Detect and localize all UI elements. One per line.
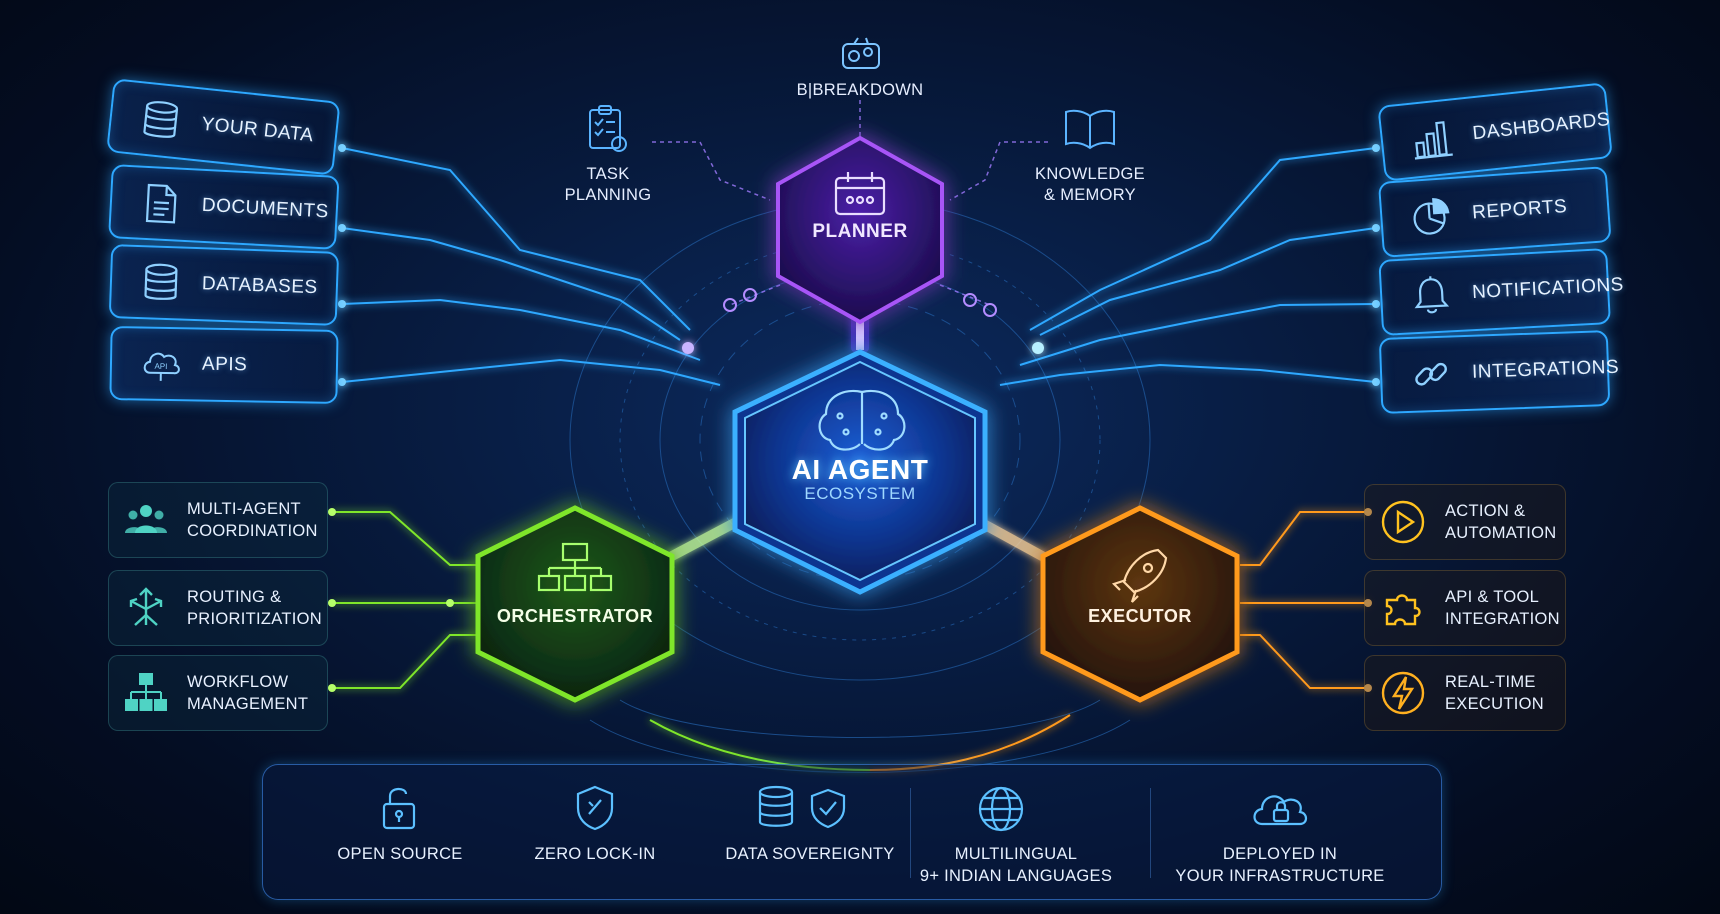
planner-label: PLANNER [812, 221, 908, 242]
output-card-integrations[interactable]: INTEGRATIONS [1378, 330, 1619, 414]
link-icon [1415, 362, 1447, 386]
center-hexagon [732, 349, 988, 595]
bottom-divider [1150, 788, 1151, 878]
bottom-feature-bar [262, 764, 1442, 900]
feature-label: MULTI-AGENT COORDINATION [187, 500, 318, 540]
pie-chart-icon [1413, 198, 1450, 235]
bottom-item-label: ZERO LOCK-IN [534, 845, 656, 863]
feature-label: ACTION & AUTOMATION [1445, 502, 1557, 542]
executor-dots [1364, 508, 1372, 692]
orchestrator-hexagon [475, 505, 675, 703]
feature-routing-prioritization[interactable]: ROUTING & PRIORITIZATION [108, 570, 328, 646]
input-card-documents[interactable]: DOCUMENTS [108, 164, 340, 250]
feature-real-time-execution[interactable]: REAL-TIME EXECUTION [1364, 655, 1566, 731]
output-label: DASHBOARDS [1471, 108, 1612, 145]
document-icon [145, 183, 177, 224]
bottom-item-label: OPEN SOURCE [337, 845, 463, 863]
output-connectors [999, 147, 1377, 386]
task-planning-label: TASK PLANNING [564, 165, 652, 204]
bottom-divider [910, 788, 911, 878]
svg-text:API: API [154, 362, 167, 371]
play-icon [1381, 500, 1425, 544]
input-connectors [341, 147, 721, 386]
people-icon [125, 505, 167, 533]
planner-calendar-icon [834, 172, 886, 216]
output-label: INTEGRATIONS [1471, 356, 1620, 383]
bottom-item-label: MULTILINGUAL 9+ INDIAN LANGUAGES [919, 845, 1113, 885]
output-card-dashboards[interactable]: DASHBOARDS [1377, 82, 1613, 182]
hierarchy-node-icon [537, 542, 613, 592]
feature-label: API & TOOL INTEGRATION [1445, 588, 1560, 628]
output-label: NOTIFICATIONS [1471, 274, 1625, 304]
bar-chart-icon [1414, 121, 1453, 160]
breakdown-icon [838, 34, 884, 74]
feature-label: WORKFLOW MANAGEMENT [187, 673, 309, 713]
feature-multi-agent-coordination[interactable]: MULTI-AGENT COORDINATION [108, 482, 328, 558]
bell-icon [1414, 276, 1450, 314]
globe-icon [976, 784, 1026, 834]
bottom-item-label: DATA SOVEREIGNTY [725, 845, 895, 863]
feature-workflow-management[interactable]: WORKFLOW MANAGEMENT [108, 655, 328, 731]
database-shield-icon [756, 784, 852, 834]
output-card-reports[interactable]: REPORTS [1377, 166, 1612, 258]
output-label: REPORTS [1471, 195, 1568, 224]
input-label: APIS [201, 353, 248, 376]
center-subtitle: ECOSYSTEM [804, 484, 916, 503]
input-label: DATABASES [201, 273, 318, 299]
cloud-lock-icon [1248, 784, 1314, 834]
input-dots [338, 144, 694, 386]
database-icon [144, 263, 178, 300]
breakdown-label: B|BREAKDOWN [796, 81, 924, 99]
task-planning-icon [586, 104, 630, 154]
orchestrator-connectors [332, 511, 871, 771]
planner-hexagon [776, 135, 944, 325]
input-card-databases[interactable]: DATABASES [108, 244, 340, 326]
database-icon [143, 101, 179, 138]
feature-action-automation[interactable]: ACTION & AUTOMATION [1364, 484, 1566, 560]
input-card-apis[interactable]: API APIS [109, 326, 339, 404]
feature-label: ROUTING & PRIORITIZATION [187, 588, 322, 628]
orchestrator-dots [328, 508, 454, 692]
input-label: YOUR DATA [200, 113, 315, 147]
output-card-notifications[interactable]: NOTIFICATIONS [1378, 248, 1624, 336]
lightning-icon [1381, 671, 1425, 715]
brain-icon [818, 389, 906, 451]
knowledge-memory-label: KNOWLEDGE & MEMORY [1035, 165, 1145, 204]
output-dots [1032, 144, 1380, 386]
feature-api-tool-integration[interactable]: API & TOOL INTEGRATION [1364, 570, 1566, 646]
orchestrator-label: ORCHESTRATOR [496, 606, 654, 626]
knowledge-book-icon [1062, 106, 1118, 150]
executor-hexagon [1040, 505, 1240, 703]
bottom-item-label: DEPLOYED IN YOUR INFRASTRUCTURE [1175, 845, 1385, 885]
hierarchy-icon [125, 673, 167, 711]
rocket-icon [1111, 548, 1168, 603]
executor-connectors [869, 511, 1368, 771]
routing-arrows-icon [129, 587, 163, 626]
shield-icon [574, 784, 616, 832]
planner-link-nodes [723, 288, 997, 317]
input-card-your-data[interactable]: YOUR DATA [106, 78, 341, 176]
input-label: DOCUMENTS [201, 194, 330, 223]
center-title: AI AGENT [791, 454, 929, 485]
unlock-icon [378, 784, 420, 832]
api-cloud-icon: API [143, 352, 180, 381]
puzzle-icon [1385, 594, 1421, 626]
feature-label: REAL-TIME EXECUTION [1445, 673, 1544, 713]
executor-label: EXECUTOR [1088, 606, 1192, 626]
